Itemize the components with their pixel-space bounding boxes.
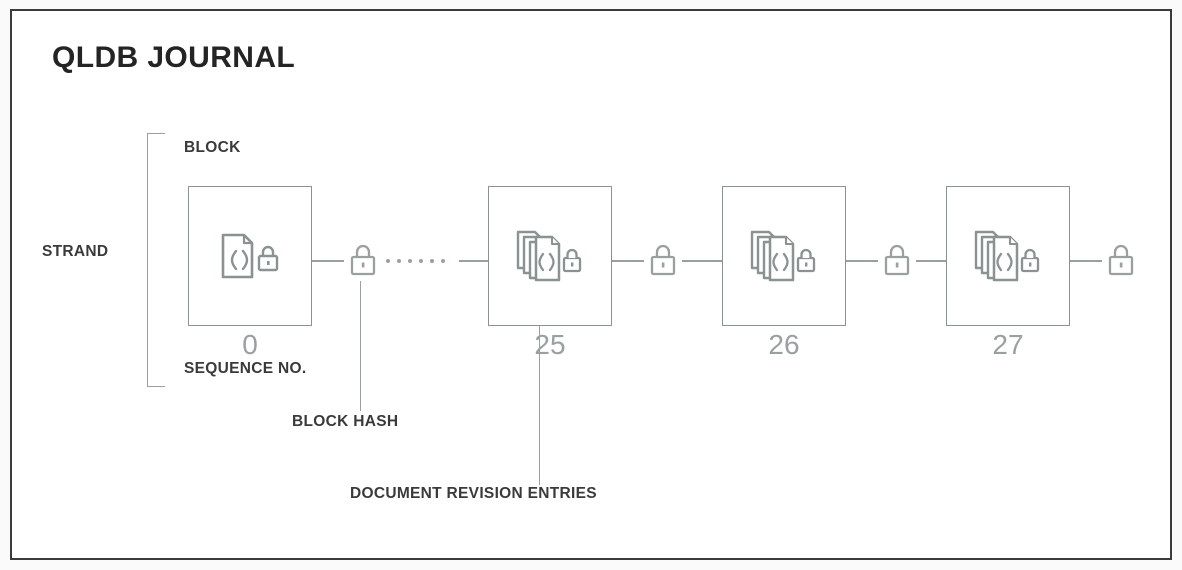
document-stack-json-lock-icon <box>514 228 586 284</box>
diagram-frame: QLDB JOURNAL STRAND BLOCK SEQUENCE NO. B… <box>10 9 1172 560</box>
block-sequence-no: 25 <box>534 329 566 360</box>
padlock-icon <box>878 241 916 281</box>
block-node[interactable] <box>488 186 612 326</box>
chain-connector <box>459 260 509 262</box>
chain-ellipsis <box>386 256 445 266</box>
chain-connector <box>846 260 878 262</box>
document-revision-entries-leader-line <box>539 289 540 485</box>
block-sequence-no: 27 <box>992 329 1024 360</box>
padlock-icon <box>644 241 682 281</box>
block-node[interactable] <box>188 186 312 326</box>
sequence-no-label: SEQUENCE NO. <box>184 360 307 377</box>
block-sequence-no: 0 <box>242 329 258 360</box>
padlock-icon <box>1102 241 1140 281</box>
document-json-lock-icon <box>219 232 281 280</box>
document-stack-json-lock-icon <box>972 228 1044 284</box>
block-hash-leader-line <box>360 273 361 411</box>
chain-connector <box>612 260 644 262</box>
chain-connector <box>312 260 344 262</box>
chain-connector <box>1070 260 1102 262</box>
padlock-icon <box>344 241 382 281</box>
chain-connector <box>916 260 958 262</box>
journal-chain: 0 <box>162 171 1152 371</box>
strand-label: STRAND <box>42 243 109 260</box>
block-hash-label: BLOCK HASH <box>292 413 399 430</box>
document-stack-json-lock-icon <box>748 228 820 284</box>
document-revision-entries-label: DOCUMENT REVISION ENTRIES <box>350 485 597 502</box>
strand-bracket <box>147 133 165 387</box>
block-node[interactable] <box>946 186 1070 326</box>
block-sequence-no: 26 <box>768 329 800 360</box>
chain-connector <box>682 260 724 262</box>
block-label: BLOCK <box>184 139 241 156</box>
block-node[interactable] <box>722 186 846 326</box>
page-title: QLDB JOURNAL <box>52 41 296 74</box>
